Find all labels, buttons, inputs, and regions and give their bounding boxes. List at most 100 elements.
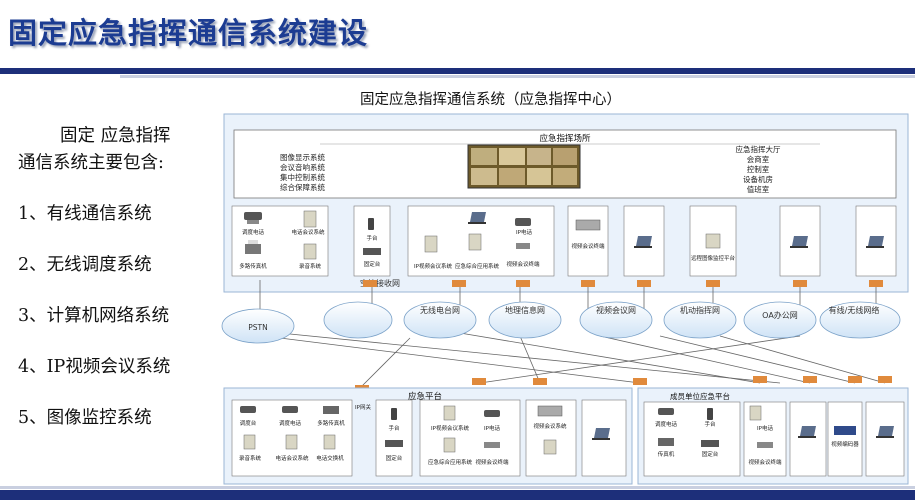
server-icon <box>424 235 438 253</box>
network-label: OA办公网 <box>762 310 798 320</box>
fax-icon <box>658 438 674 446</box>
network-label: 机动指挥网 <box>680 305 720 315</box>
venue-left-line: 综合保障系统 <box>280 182 325 192</box>
device-label: 手台 <box>366 234 378 242</box>
fax-icon <box>245 240 261 254</box>
device-label: IP电话 <box>516 228 532 236</box>
venue-left-line: 集中控制系统 <box>280 172 325 182</box>
intro-text: 固定 应急指挥 通信系统主要包含: <box>18 123 218 177</box>
slide-title: 固定应急指挥通信系统建设 <box>8 16 369 50</box>
phone-icon <box>282 406 298 413</box>
system-item: 1、有线通信系统 <box>18 204 152 224</box>
network-cloud: 机动指挥网 <box>663 301 737 339</box>
server-icon <box>303 243 317 260</box>
device-label: 调度电话 <box>242 228 265 236</box>
diagram-title: 固定应急指挥通信系统（应急指挥中心） <box>360 92 621 108</box>
router-icon <box>363 280 883 287</box>
system-item: 2、无线调度系统 <box>18 255 152 275</box>
device-box-member <box>789 401 827 477</box>
laptop-icon <box>798 426 816 438</box>
device-label: 调度台 <box>240 419 257 427</box>
venue-right-line: 会商室 <box>747 154 770 164</box>
venue-right-line: 值班室 <box>747 184 770 194</box>
radio-base-icon <box>363 248 381 255</box>
device-label: 调度电话 <box>655 420 678 428</box>
device-label: 应急综合应用系统 <box>428 458 473 466</box>
device-label: 视频会议终端 <box>571 242 605 250</box>
device-label: 视频会议终端 <box>748 458 782 466</box>
device-label: 固定台 <box>364 260 381 268</box>
handset-icon <box>391 408 397 420</box>
intro-line-1: 固定 应急指挥 <box>60 126 171 146</box>
venue-right-line: 应急指挥大厅 <box>736 144 781 154</box>
server-icon <box>543 439 557 455</box>
venue-title: 应急指挥场所 <box>539 133 591 144</box>
network-cloud: 视频会议网 <box>579 301 653 339</box>
phone-icon <box>244 212 262 224</box>
device-label: 电话交换机 <box>316 454 344 462</box>
device-label: IP电话 <box>484 424 500 432</box>
laptop-icon <box>876 426 894 438</box>
venue-left-line: 图像显示系统 <box>280 152 325 162</box>
device-label: 远程图像监控平台 <box>691 254 736 262</box>
network-label: 有线/无线网络 <box>829 305 880 315</box>
network-cloud-pstn: PSTN <box>221 308 295 344</box>
router-label: IP网关 <box>355 403 371 411</box>
device-label: 视频编码器 <box>831 440 859 448</box>
server-icon <box>285 434 298 450</box>
device-label: 应急综合应用系统 <box>455 262 500 270</box>
network-label: 地理信息网 <box>505 305 545 315</box>
device-box-vc <box>567 205 609 277</box>
device-label: 固定台 <box>386 454 403 462</box>
radio-base-icon <box>701 440 719 447</box>
server-icon <box>323 434 336 450</box>
network-diagram: 应急指挥场所 图像显示系统 会议音响系统 集中控制系统 综合保障系统 应急指挥大… <box>221 113 909 485</box>
title-underline-light <box>120 75 915 78</box>
encoder-icon <box>834 426 856 435</box>
footer-bar <box>0 490 915 500</box>
laptop-icon <box>634 236 652 248</box>
phone-icon <box>515 218 531 226</box>
radio-base-icon <box>385 440 403 447</box>
server-icon <box>468 233 482 251</box>
device-label: 手台 <box>704 420 716 428</box>
laptop-icon <box>468 212 486 224</box>
server-icon <box>443 405 456 421</box>
handset-icon <box>368 218 374 230</box>
system-list: 1、有线通信系统 2、无线调度系统 3、计算机网络系统 4、IP视频会议系统 5… <box>18 200 170 455</box>
device-label: IP电话 <box>757 424 773 432</box>
emergency-platform-title: 应急平台 <box>408 391 442 402</box>
system-item: 3、计算机网络系统 <box>18 306 170 326</box>
device-label: 录音系统 <box>299 262 322 270</box>
network-cloud: 空管接收网 <box>323 278 400 339</box>
device-label: IP视频会议系统 <box>414 262 452 270</box>
network-label: 空管接收网 <box>360 278 400 288</box>
system-item: 4、IP视频会议系统 <box>18 357 171 377</box>
device-label: 传真机 <box>658 450 675 458</box>
device-label: IP视频会议系统 <box>431 424 469 432</box>
network-cloud: 有线/无线网络 <box>819 301 901 339</box>
network-cloud: 无线电台网 <box>403 301 477 339</box>
device-box-bottom <box>419 399 521 477</box>
device-label: 视频会议终端 <box>506 260 540 268</box>
device-label: 电话会议系统 <box>291 228 325 236</box>
network-cloud: OA办公网 <box>743 301 817 339</box>
venue-left-line: 会议音响系统 <box>280 162 325 172</box>
server-icon <box>749 405 762 421</box>
server-icon <box>303 210 317 228</box>
vc-terminal-icon <box>484 442 500 448</box>
intro-line-2: 通信系统主要包含: <box>18 153 164 173</box>
network-label: 视频会议网 <box>596 305 636 315</box>
device-label: 多路传真机 <box>239 262 267 270</box>
network-label: 无线电台网 <box>420 305 460 315</box>
device-label: 视频会议系统 <box>533 422 567 430</box>
venue-right-line: 设备机房 <box>743 174 773 184</box>
phone-icon <box>484 410 500 417</box>
fax-icon <box>323 406 339 414</box>
device-label: 多路传真机 <box>317 419 345 427</box>
member-platform-title: 成员单位应急平台 <box>670 391 730 401</box>
device-label: 录音系统 <box>239 454 262 462</box>
device-label: 固定台 <box>702 450 719 458</box>
device-label: 调度电话 <box>279 419 302 427</box>
vc-terminal-icon <box>516 243 530 249</box>
